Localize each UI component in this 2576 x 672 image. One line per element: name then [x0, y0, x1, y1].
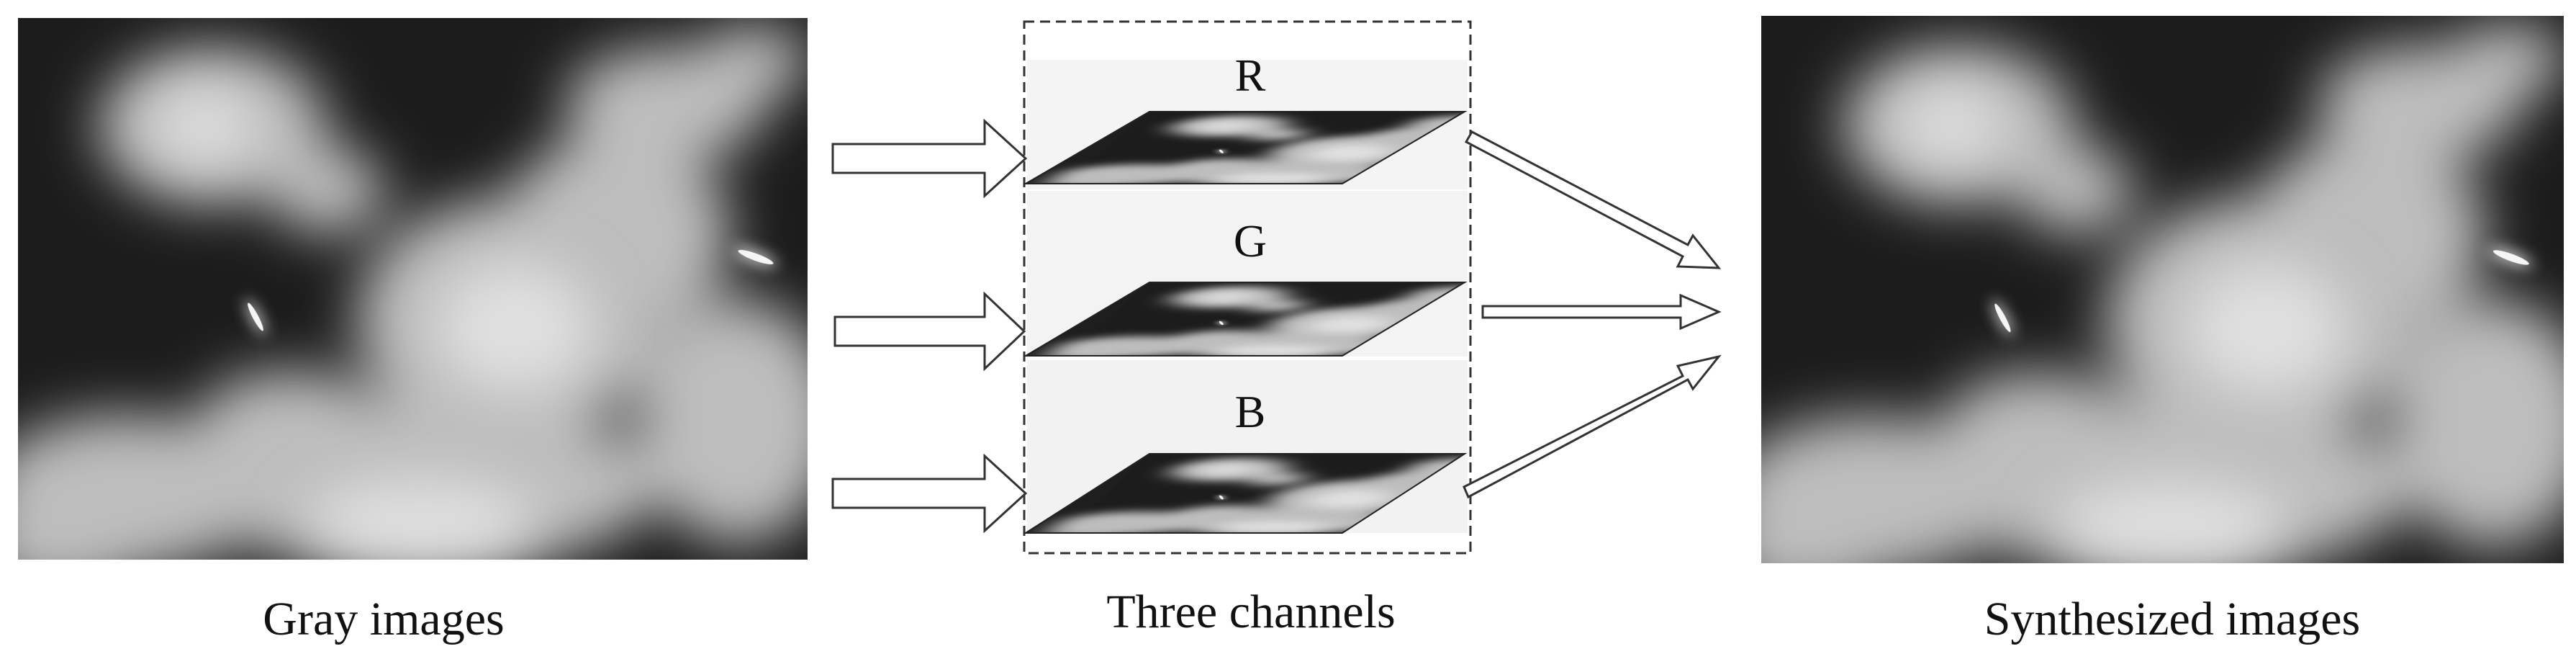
caption-synthesized-images: Synthesized images [1984, 593, 2361, 645]
channel-r-image [1026, 112, 1465, 184]
channel-g-image [1026, 282, 1465, 356]
synthesized-image [1717, 16, 2576, 598]
channels-container [1023, 20, 1472, 555]
channel-label-g: G [1233, 215, 1267, 266]
channel-label-r: R [1234, 50, 1266, 101]
input-arrow-g [833, 291, 1026, 372]
output-arrow-g [1481, 293, 1722, 331]
input-arrow-r [831, 118, 1028, 199]
output-arrow-r [1464, 130, 1722, 269]
channel-b-image [1026, 454, 1465, 533]
caption-gray-images: Gray images [263, 593, 505, 645]
output-arrow-b [1463, 354, 1722, 499]
caption-three-channels: Three channels [1106, 586, 1396, 638]
channel-label-b: B [1234, 386, 1266, 437]
input-arrow-b [831, 453, 1028, 534]
gray-image [0, 18, 839, 594]
